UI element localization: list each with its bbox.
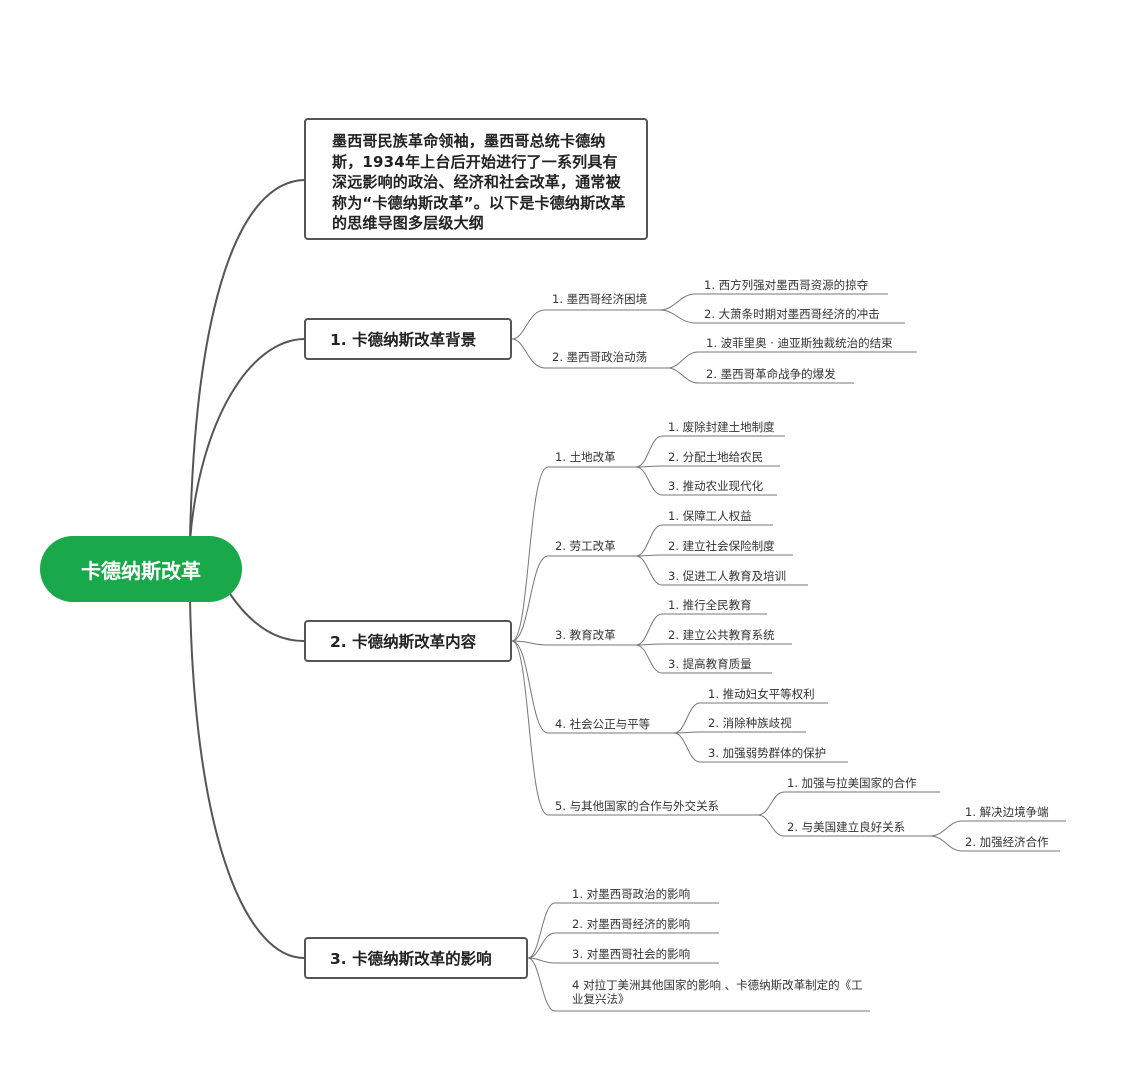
subtopic-item[interactable]: 2. 大萧条时期对墨西哥经济的冲击 [704, 307, 880, 321]
branch-content-label: 2. 卡德纳斯改革内容 [330, 633, 477, 651]
topic-labor-reform[interactable]: 2. 劳工改革 [555, 539, 616, 553]
branch-content[interactable]: 2. 卡德纳斯改革内容 [304, 620, 512, 662]
main-connectors [189, 179, 305, 959]
topic-political-turmoil[interactable]: 2. 墨西哥政治动荡 [552, 350, 648, 364]
subtopic-item[interactable]: 3. 提高教育质量 [668, 657, 752, 671]
subtopic-item[interactable]: 3. 促进工人教育及培训 [668, 569, 787, 583]
impact-item[interactable]: 4 对拉丁美洲其他国家的影响 、卡德纳斯改革制定的《工业复兴法》 [572, 978, 863, 1006]
topic-education-reform[interactable]: 3. 教育改革 [555, 628, 616, 642]
topic-social-justice[interactable]: 4. 社会公正与平等 [555, 717, 651, 731]
topic-foreign-relations[interactable]: 5. 与其他国家的合作与外交关系 [555, 799, 720, 813]
intro-box[interactable]: 墨西哥民族革命领袖，墨西哥总统卡德纳斯，1934年上台后开始进行了一系列具有深远… [304, 118, 648, 240]
subtopic-item[interactable]: 2. 建立公共教育系统 [668, 628, 775, 642]
subtopic-item[interactable]: 2. 分配土地给农民 [668, 450, 764, 464]
subtopic-item[interactable]: 1. 推动妇女平等权利 [708, 687, 815, 701]
subtopic-item[interactable]: 1. 推行全民教育 [668, 598, 752, 612]
branch-impact[interactable]: 3. 卡德纳斯改革的影响 [304, 937, 528, 979]
subtopic-item[interactable]: 1. 加强与拉美国家的合作 [787, 776, 917, 790]
subtopic-item[interactable]: 2. 与美国建立良好关系 [787, 820, 906, 834]
subtopic-item[interactable]: 2. 墨西哥革命战争的爆发 [706, 367, 836, 381]
impact-item[interactable]: 3. 对墨西哥社会的影响 [572, 947, 691, 961]
subtopic-item[interactable]: 2. 建立社会保险制度 [668, 539, 775, 553]
subtopic-item[interactable]: 2. 加强经济合作 [965, 835, 1049, 849]
subtopic-item[interactable]: 3. 加强弱势群体的保护 [708, 746, 827, 760]
impact-item[interactable]: 1. 对墨西哥政治的影响 [572, 887, 691, 901]
topic-land-reform[interactable]: 1. 土地改革 [555, 450, 616, 464]
branch-background[interactable]: 1. 卡德纳斯改革背景 [304, 318, 512, 360]
subtopic-item[interactable]: 3. 推动农业现代化 [668, 479, 764, 493]
sub-connectors [511, 293, 1066, 1012]
impact-item[interactable]: 2. 对墨西哥经济的影响 [572, 917, 691, 931]
subtopic-item[interactable]: 1. 西方列强对墨西哥资源的掠夺 [704, 278, 869, 292]
subtopic-item[interactable]: 2. 消除种族歧视 [708, 716, 792, 730]
subtopic-item[interactable]: 1. 波菲里奥 · 迪亚斯独裁统治的结束 [706, 336, 893, 350]
root-node[interactable]: 卡德纳斯改革 [40, 536, 242, 602]
subtopic-item[interactable]: 1. 保障工人权益 [668, 509, 752, 523]
branch-impact-label: 3. 卡德纳斯改革的影响 [330, 950, 492, 968]
topic-economic-dilemma[interactable]: 1. 墨西哥经济困境 [552, 292, 648, 306]
subtopic-item[interactable]: 1. 废除封建土地制度 [668, 420, 775, 434]
branch-background-label: 1. 卡德纳斯改革背景 [330, 331, 477, 349]
subtopic-item[interactable]: 1. 解决边境争端 [965, 805, 1049, 819]
